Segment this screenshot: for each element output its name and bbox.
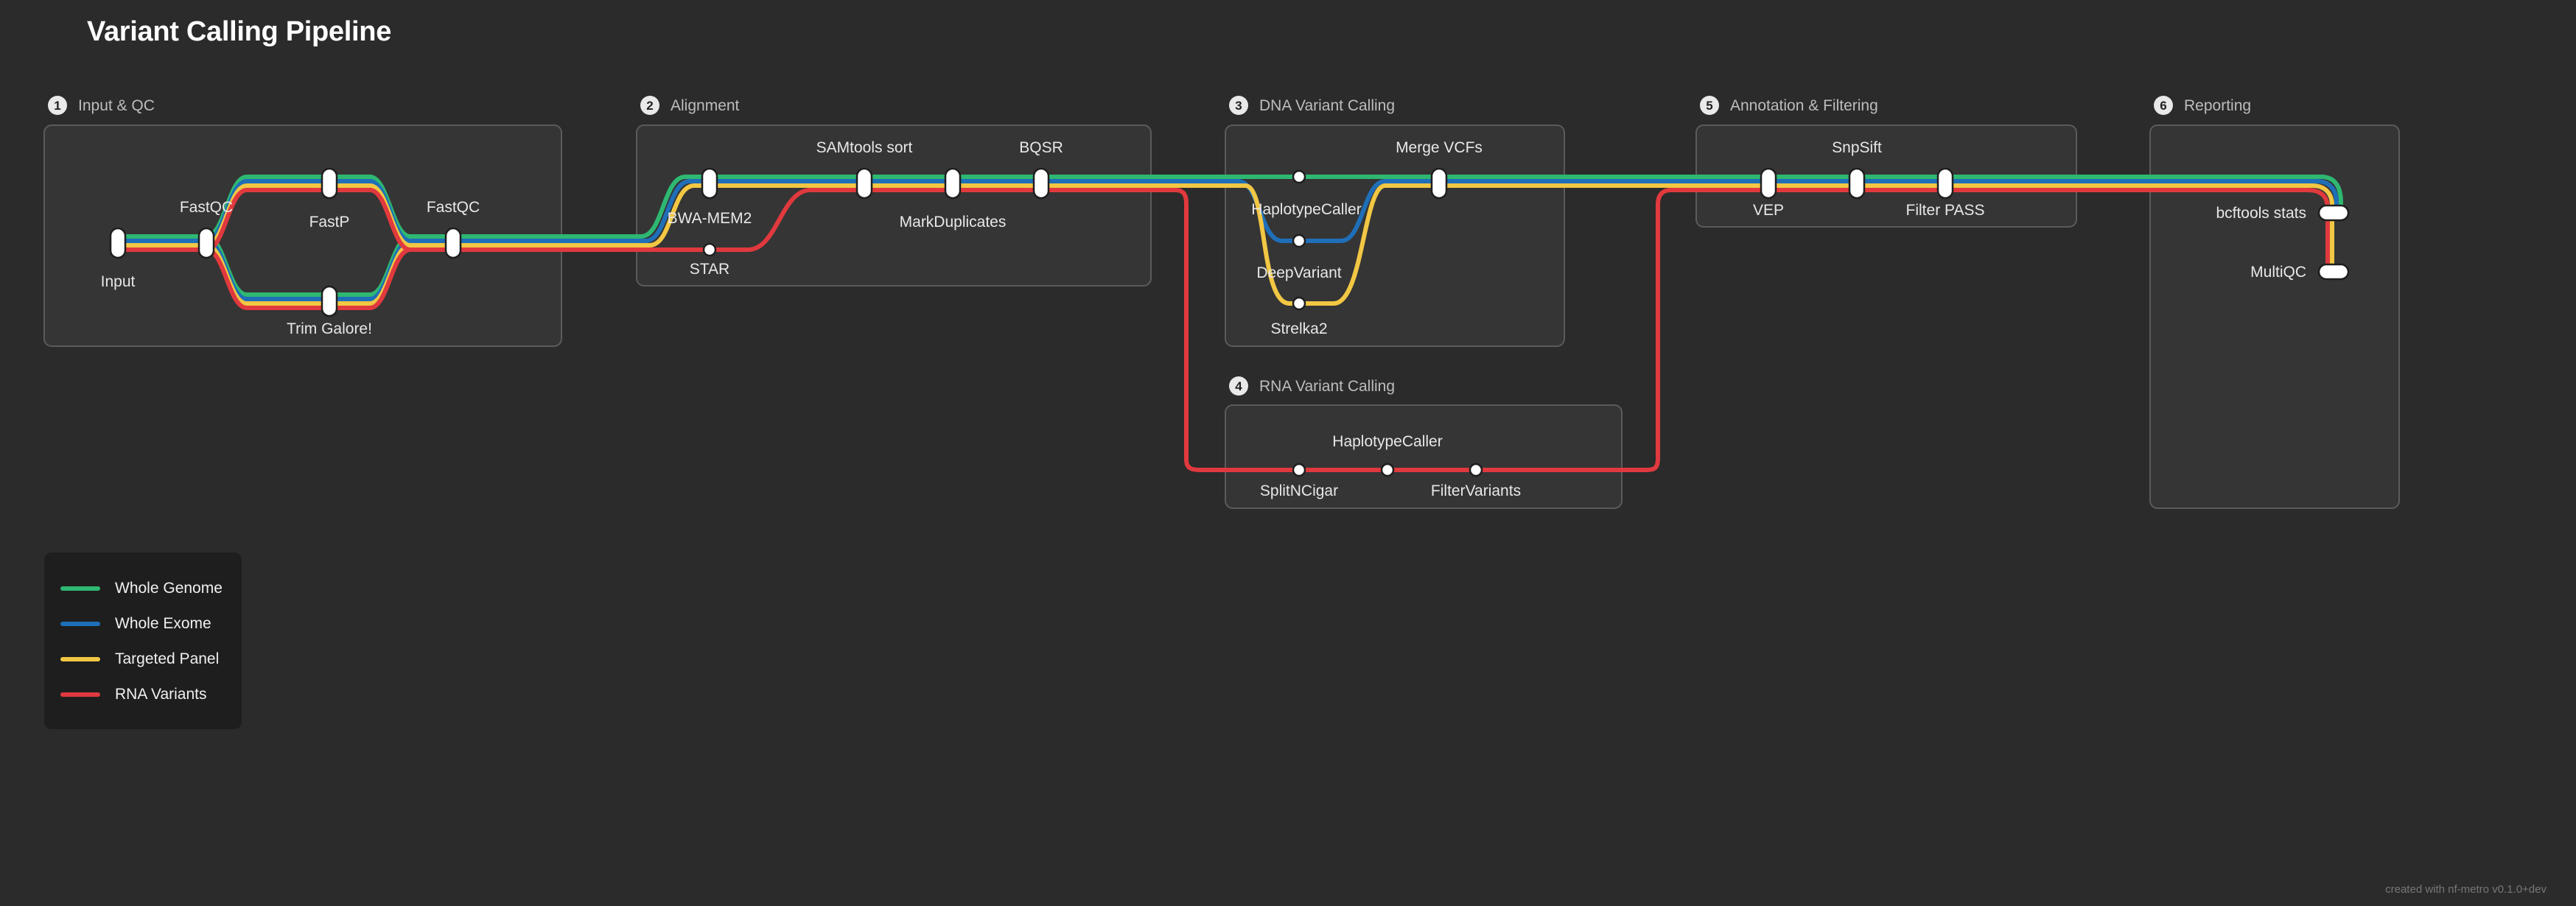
station-bqsr[interactable] — [1032, 167, 1050, 200]
label-star: STAR — [690, 261, 729, 278]
metro-lines — [116, 175, 2343, 472]
line-whole-exome — [116, 179, 2339, 243]
legend-label: Targeted Panel — [115, 650, 220, 667]
label-haplotypecaller-dna: HaplotypeCaller — [1251, 201, 1361, 218]
station-vep[interactable] — [1760, 167, 1777, 200]
section-title: Annotation & Filtering — [1730, 97, 1878, 114]
label-splitncigar: SplitNCigar — [1260, 482, 1338, 499]
section-title: DNA Variant Calling — [1259, 97, 1395, 114]
label-deepvariant: DeepVariant — [1256, 264, 1341, 281]
section-number: 5 — [1706, 99, 1712, 113]
legend-item-targeted-panel: Targeted Panel — [60, 648, 219, 670]
legend-label: Whole Exome — [115, 615, 211, 632]
line-rna-variants-lower — [204, 247, 413, 310]
label-merge-vcfs: Merge VCFs — [1396, 139, 1483, 156]
label-strelka2: Strelka2 — [1270, 320, 1327, 337]
station-labels: Input FastQC FastP Trim Galore! FastQC B… — [101, 139, 2306, 499]
label-input: Input — [101, 273, 136, 290]
line-rna-variants — [116, 188, 2330, 472]
label-markduplicates: MarkDuplicates — [900, 214, 1007, 231]
label-bqsr: BQSR — [1019, 139, 1063, 156]
label-haplotypecaller-rna: HaplotypeCaller — [1332, 433, 1442, 450]
section-number: 4 — [1235, 379, 1242, 393]
label-fastqc-2: FastQC — [427, 199, 480, 216]
section-number: 6 — [2160, 99, 2166, 113]
label-filter-pass: Filter PASS — [1906, 202, 1985, 219]
station-filter-pass[interactable] — [1936, 167, 1954, 200]
section-alignment: 2 Alignment — [636, 96, 1152, 287]
section-title: Alignment — [671, 97, 740, 114]
station-merge-vcfs[interactable] — [1430, 167, 1448, 200]
section-title: Reporting — [2184, 97, 2251, 114]
station-trim-galore[interactable] — [321, 285, 338, 317]
label-fastqc-1: FastQC — [180, 199, 233, 216]
station-markduplicates[interactable] — [944, 167, 962, 200]
station-bcftools-stats[interactable] — [2317, 204, 2350, 222]
station-fastqc-2[interactable] — [444, 227, 462, 259]
page-title: Variant Calling Pipeline — [87, 16, 392, 47]
station-splitncigar[interactable] — [1292, 463, 1306, 477]
station-input[interactable] — [109, 227, 127, 259]
section-number: 3 — [1235, 99, 1242, 113]
station-bwa-mem2[interactable] — [701, 167, 718, 200]
label-samtools-sort: SAMtools sort — [816, 139, 913, 156]
legend-swatch-whole-genome — [60, 586, 100, 591]
legend-item-rna-variants: RNA Variants — [60, 684, 207, 706]
station-fastqc-1[interactable] — [197, 227, 215, 259]
station-snpsift[interactable] — [1848, 167, 1866, 200]
label-vep: VEP — [1753, 202, 1784, 219]
label-fastp: FastP — [309, 214, 350, 231]
station-filtervariants[interactable] — [1469, 463, 1483, 477]
station-haplotypecaller-rna[interactable] — [1380, 463, 1395, 477]
label-bwa-mem2: BWA-MEM2 — [668, 210, 752, 227]
section-number: 1 — [54, 99, 60, 113]
line-targeted-panel — [116, 183, 2334, 306]
station-star[interactable] — [702, 242, 717, 257]
legend: Whole Genome Whole Exome Targeted Panel … — [44, 552, 242, 729]
section-rna-variant-calling: 4 RNA Variant Calling — [1225, 376, 1623, 509]
label-filtervariants: FilterVariants — [1431, 482, 1521, 499]
station-strelka2[interactable] — [1292, 296, 1306, 311]
station-deepvariant[interactable] — [1292, 233, 1306, 248]
section-dna-variant-calling: 3 DNA Variant Calling — [1225, 96, 1565, 347]
credit-text: created with nf-metro v0.1.0+dev — [2385, 883, 2547, 896]
label-multiqc: MultiQC — [2250, 264, 2306, 281]
section-title: RNA Variant Calling — [1259, 378, 1395, 395]
station-samtools-sort[interactable] — [855, 167, 873, 200]
station-fastp[interactable] — [321, 167, 338, 200]
station-haplotypecaller-dna[interactable] — [1292, 169, 1306, 184]
section-number: 2 — [646, 99, 653, 113]
label-snpsift: SnpSift — [1832, 139, 1882, 156]
stations — [109, 167, 2350, 477]
station-multiqc[interactable] — [2317, 263, 2350, 281]
legend-item-whole-exome: Whole Exome — [60, 613, 211, 635]
legend-label: RNA Variants — [115, 686, 207, 703]
legend-swatch-targeted-panel — [60, 657, 100, 661]
section-reporting: 6 Reporting — [2149, 96, 2400, 509]
legend-item-whole-genome: Whole Genome — [60, 577, 223, 600]
legend-label: Whole Genome — [115, 580, 223, 597]
section-title: Input & QC — [78, 97, 155, 114]
legend-swatch-whole-exome — [60, 622, 100, 626]
label-bcftools-stats: bcftools stats — [2216, 205, 2306, 222]
legend-swatch-rna-variants — [60, 692, 100, 697]
label-trim-galore: Trim Galore! — [287, 320, 372, 337]
